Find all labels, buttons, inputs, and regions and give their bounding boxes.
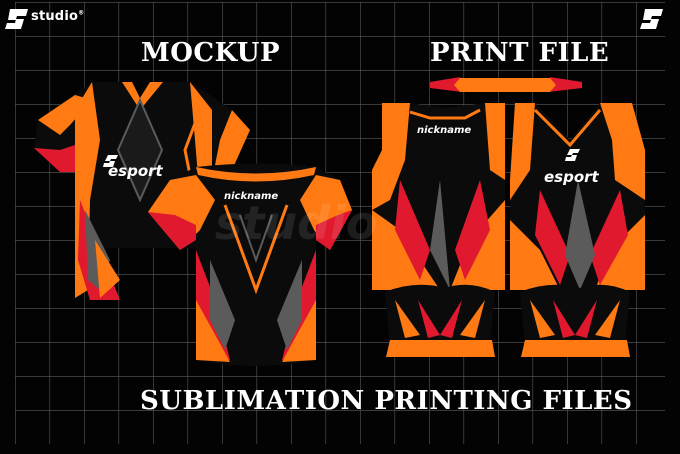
title-print-file: PRINT FILE xyxy=(430,38,610,68)
watermark-text: studio xyxy=(215,196,378,250)
jersey-back-text: nickname xyxy=(224,191,279,202)
studio-logo-icon xyxy=(5,9,28,29)
print-front-text: esport xyxy=(544,168,599,186)
print-back-panel xyxy=(372,103,505,290)
mockup-back-jersey xyxy=(148,163,352,366)
print-front-panel xyxy=(510,103,645,290)
print-back-text: nickname xyxy=(417,125,472,136)
brand-name: studio® xyxy=(31,9,85,24)
print-collar xyxy=(430,77,582,92)
title-mockup: MOCKUP xyxy=(141,38,281,68)
jersey-front-text: esport xyxy=(108,162,163,180)
print-logo-icon xyxy=(565,149,580,161)
print-sleeve-left xyxy=(385,284,495,357)
front-logo-icon xyxy=(103,155,118,167)
title-sublimation: SUBLIMATION PRINTING FILES xyxy=(140,386,633,416)
print-sleeve-right xyxy=(520,284,630,357)
corner-logo-icon xyxy=(640,9,663,29)
